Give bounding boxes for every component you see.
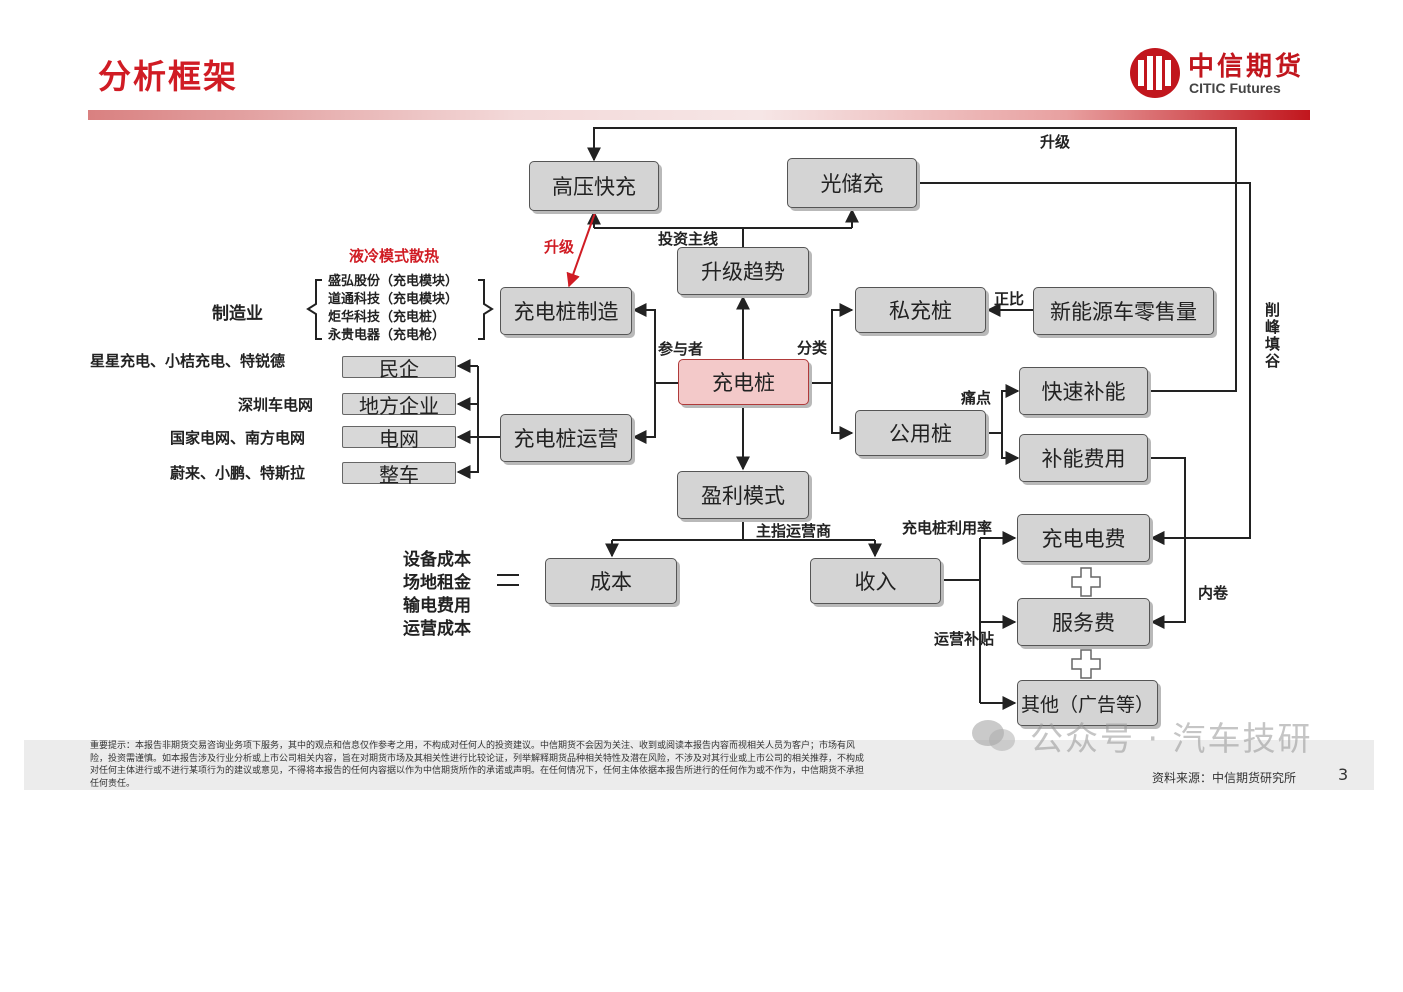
watermark-text: 公众号 · 汽车技研 (1030, 719, 1313, 758)
manufacturer-brace-right (478, 279, 494, 340)
edge-upgrade-loop (587, 127, 1237, 392)
equals-sign (497, 574, 519, 586)
node-private-pile: 私充桩 (855, 287, 986, 333)
plus-icon (1071, 567, 1101, 597)
node-high-voltage: 高压快充 (529, 161, 659, 211)
logo-english-name: CITIC Futures (1189, 80, 1281, 96)
label-liquid-cooling: 液冷模式散热 (349, 247, 440, 265)
node-profit-model: 盈利模式 (677, 471, 809, 519)
label-classification: 分类 (797, 339, 828, 357)
node-fast-charge: 快速补能 (1019, 367, 1148, 415)
edge-involution (1148, 457, 1186, 629)
edge-operators (458, 365, 500, 473)
manufacturer-item: 炬华科技（充电桩） (328, 310, 446, 325)
node-center-charging-pile: 充电桩 (678, 359, 809, 405)
node-charge-cost: 补能费用 (1019, 434, 1148, 482)
node-local-enterprise: 地方企业 (342, 393, 456, 418)
node-electricity-fee: 充电电费 (1017, 514, 1150, 562)
node-cost: 成本 (545, 558, 677, 604)
plus-icon (1071, 649, 1101, 679)
cost-item: 运营成本 (403, 619, 471, 639)
footer: 重要提示：本报告非期货交易咨询业务项下服务，其中的观点和信息仅作参考之用，不构成… (24, 740, 1374, 790)
label-participants: 参与者 (658, 340, 704, 358)
label-ops-subsidy: 运营补贴 (934, 630, 995, 648)
label-utilization: 充电桩利用率 (902, 519, 993, 537)
page-title: 分析框架 (98, 57, 238, 96)
citic-logo-icon (1130, 48, 1180, 98)
page-number: 3 (1338, 765, 1349, 784)
node-private-enterprise: 民企 (342, 356, 456, 381)
operators-local: 深圳车电网 (238, 396, 314, 414)
edge-peak-shaving (916, 182, 1251, 545)
label-mainly-operators: 主指运营商 (756, 522, 832, 540)
label-pain-point: 痛点 (961, 389, 992, 407)
cost-item: 输电费用 (403, 596, 471, 616)
edge-profit-split (612, 519, 875, 541)
node-grid: 电网 (342, 426, 456, 451)
disclaimer-text: 重要提示：本报告非期货交易咨询业务项下服务，其中的观点和信息仅作参考之用，不构成… (90, 741, 865, 789)
label-peak-shaving: 削峰填谷 (1263, 302, 1281, 370)
edge-red-upgrade (566, 209, 597, 288)
manufacturer-item: 永贵电器（充电枪） (328, 328, 446, 343)
label-upgrade-red: 升级 (544, 238, 575, 256)
operators-private: 星星充电、小桔充电、特锐德 (90, 352, 286, 370)
edge-investment-line (594, 210, 852, 247)
source-note: 资料来源：中信期货研究所 (1152, 771, 1297, 785)
node-upgrade-trend: 升级趋势 (677, 247, 809, 295)
edge-revenue-fees (940, 538, 981, 703)
logo-chinese-name: 中信期货 (1188, 52, 1305, 82)
node-revenue: 收入 (810, 558, 941, 604)
operators-grid: 国家电网、南方电网 (170, 429, 306, 447)
manufacturer-item: 道通科技（充电模块） (328, 292, 459, 307)
label-involution: 内卷 (1198, 584, 1229, 602)
wechat-icon (972, 720, 1015, 751)
node-service-fee: 服务费 (1017, 598, 1150, 646)
node-other: 其他（广告等） (1017, 680, 1158, 726)
cost-item: 设备成本 (403, 550, 471, 570)
header-divider (88, 110, 1310, 120)
label-upgrade-top: 升级 (1040, 133, 1071, 151)
label-manufacturing-industry: 制造业 (212, 304, 263, 324)
node-operation: 充电桩运营 (500, 414, 632, 462)
label-investment-line: 投资主线 (658, 230, 719, 248)
node-oem: 整车 (342, 462, 456, 487)
edge-participants (634, 309, 678, 438)
manufacturer-brace-left (306, 279, 322, 340)
cost-item: 场地租金 (403, 573, 471, 593)
edge-classification (809, 309, 852, 434)
label-positive-ratio: 正比 (994, 290, 1025, 308)
operators-oem: 蔚来、小鹏、特斯拉 (170, 464, 306, 482)
node-manufacturing: 充电桩制造 (500, 287, 632, 335)
node-public-pile: 公用桩 (855, 410, 986, 456)
node-solar-storage: 光储充 (787, 158, 917, 208)
node-nev-sales: 新能源车零售量 (1033, 287, 1214, 335)
manufacturer-item: 盛弘股份（充电模块） (328, 274, 459, 289)
